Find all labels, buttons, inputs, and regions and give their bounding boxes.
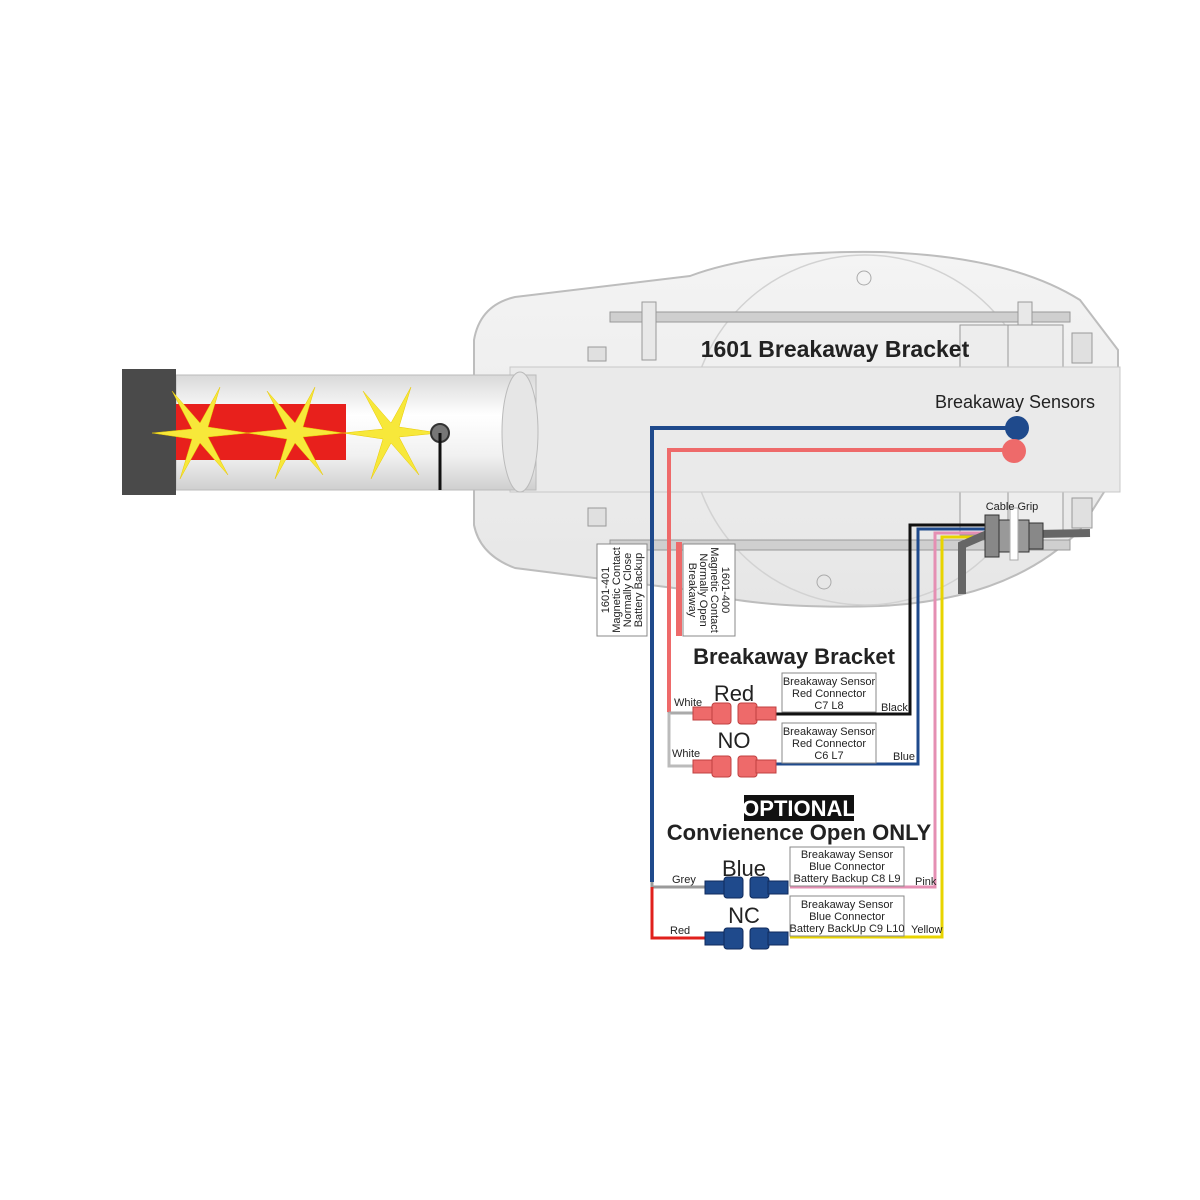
cable-grip-icon [984, 507, 1044, 561]
black-wire-label: Black [881, 702, 908, 714]
svg-text:Magnetic Contact: Magnetic Contact [708, 547, 720, 633]
svg-text:Normally Open: Normally Open [697, 553, 709, 626]
box-text: Breakaway Sensor [783, 676, 876, 688]
box-text: C6 L7 [814, 750, 843, 762]
pole-end [501, 371, 539, 493]
no-label: NO [718, 728, 751, 753]
blue-connector-pair-nc [704, 927, 789, 950]
bolt-head [1071, 497, 1093, 529]
box-text: Red Connector [792, 688, 866, 700]
red-box-1 [781, 672, 877, 713]
red-box-2 [781, 722, 877, 764]
box-text: Breakaway Sensor [801, 849, 894, 861]
blue-sensor-wire [650, 426, 1017, 882]
red-wire-label: Red [670, 925, 690, 937]
contact-401-label: 1601-401 Magnetic Contact Normally Close… [600, 547, 645, 633]
pink-wire [790, 531, 985, 889]
blue-wire [776, 527, 985, 766]
white-wire-1 [667, 711, 693, 715]
box-text: Battery Backup C8 L9 [793, 873, 900, 885]
bracket-block [1007, 324, 1064, 371]
svg-text:Battery Backup: Battery Backup [633, 553, 645, 628]
box-text: Battery BackUp C9 L10 [790, 923, 905, 935]
contact-400-magnet [676, 542, 682, 636]
blue-box-2 [789, 895, 905, 937]
svg-text:Breakaway: Breakaway [686, 563, 698, 618]
red-label: Red [714, 681, 754, 706]
contact-401-box [596, 543, 648, 637]
blue-connector-pair [704, 876, 789, 899]
cable-grip-label: Cable Grip [986, 501, 1039, 513]
red-connector-pair [692, 702, 777, 725]
nc-label: NC [728, 903, 760, 928]
yellow-wire-label: Yellow [911, 924, 942, 936]
optional-badge-text: OPTIONAL [742, 796, 856, 821]
contact-400-label: 1601-400 Magnetic Contact Normally Open … [686, 547, 731, 633]
red-breakaway-sensor [1002, 439, 1026, 463]
yellow-wire [790, 535, 985, 939]
diagram-title: 1601 Breakaway Bracket [701, 336, 970, 362]
hole-icon [816, 574, 832, 590]
bolt-head [587, 346, 607, 362]
box-text: Blue Connector [809, 911, 885, 923]
bracket-heading: Breakaway Bracket [693, 644, 895, 669]
threaded-rod-top [609, 311, 1071, 323]
bracket-clamp [641, 301, 657, 361]
svg-text:1601-400: 1601-400 [719, 567, 731, 614]
box-text: Blue Connector [809, 861, 885, 873]
black-wire [776, 523, 985, 716]
svg-text:1601-401: 1601-401 [600, 567, 612, 614]
svg-text:Normally Close: Normally Close [622, 553, 634, 628]
hole-icon [856, 270, 872, 286]
optional-badge [744, 795, 854, 821]
pink-wire-label: Pink [915, 876, 937, 888]
white-wire-label-1: White [674, 697, 702, 709]
bolt-head [1071, 332, 1093, 364]
bolt-head [587, 507, 607, 527]
box-text: Red Connector [792, 738, 866, 750]
optional-heading: Convienence Open ONLY [667, 820, 932, 845]
white-wire-2 [667, 713, 693, 768]
blue-label: Blue [722, 856, 766, 881]
white-wire-label-2: White [672, 748, 700, 760]
red-sensor-wire [667, 448, 1013, 712]
box-text: C7 L8 [814, 700, 843, 712]
contact-400-box [682, 543, 736, 637]
blue-box-1 [789, 846, 905, 887]
grey-wire-label: Grey [672, 874, 696, 886]
box-text: Breakaway Sensor [801, 899, 894, 911]
breakaway-sensors-label: Breakaway Sensors [935, 392, 1095, 412]
red-wire [650, 887, 705, 940]
svg-text:Magnetic Contact: Magnetic Contact [611, 547, 623, 633]
red-connector-pair-no [692, 755, 777, 778]
blue-wire-label: Blue [893, 751, 915, 763]
box-text: Breakaway Sensor [783, 726, 876, 738]
blue-breakaway-sensor [1005, 416, 1029, 440]
